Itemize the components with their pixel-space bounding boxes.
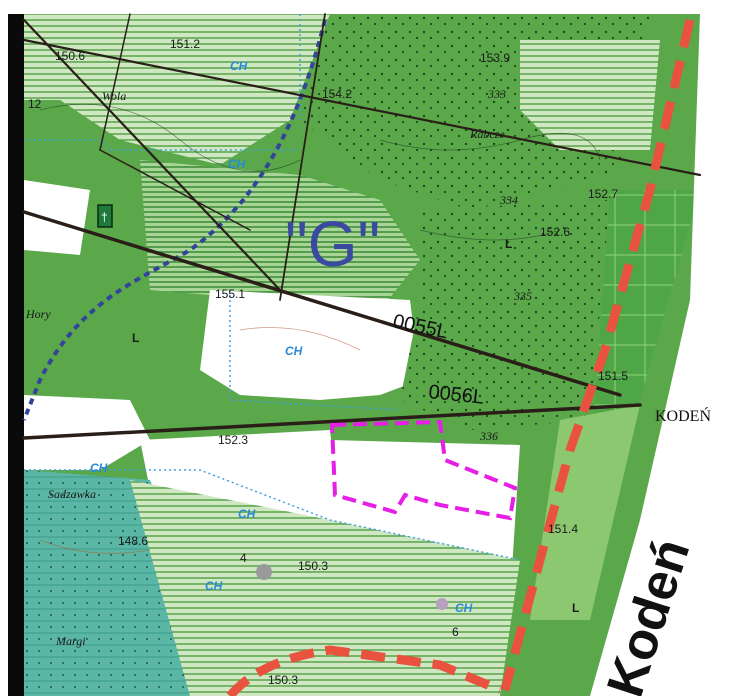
misc-labels: L L L 4 6 12 [28,97,579,639]
spot-height: 152.6 [540,225,570,239]
spot-height: 150.3 [268,673,298,687]
hatched-ne [520,40,660,150]
contour-value: 335 [513,289,532,303]
place-name: Hory [25,307,51,321]
contour-values: 333 334 335 336 [479,87,532,443]
ch-label: CH [90,461,108,475]
place-name: Margi [55,634,86,648]
page-margin-right [590,14,745,696]
spot-height: 151.5 [598,369,628,383]
grid-number: 12 [28,97,42,111]
place-name: Wola [102,89,126,103]
dotted-forest-e [400,200,610,430]
administrative-boundary [226,18,695,696]
blue-dotted-line [24,139,300,151]
road-destination-label: KODEŃ [655,406,711,425]
zone-label: "G" [285,208,380,280]
east-light-green [530,405,640,620]
white-patch-left [24,180,90,255]
ch-label: CH [238,507,256,521]
spot-height: 150.6 [55,49,85,63]
hatched-south [130,480,520,696]
plot-outline [329,419,518,521]
hatched-meadow-center [140,160,420,310]
grey-dot-marker [256,564,272,580]
spot-height: 151.2 [170,37,200,51]
forest-symbol-label: L [572,601,579,615]
spot-height: 152.3 [218,433,248,447]
hatched-meadow-top [24,14,330,165]
place-names: Rabcze Sadzawka Hory Margi Wola [25,89,505,648]
parcel-number: 4 [240,551,247,565]
cemetery-marker [97,204,113,228]
ch-labels: CH CH CH CH CH CH CH [90,59,473,615]
spot-height: 155.1 [215,287,245,301]
place-name: Rabcze [469,127,505,141]
east-meadow [590,190,700,470]
parcel-number: 6 [452,625,459,639]
ch-label: CH [228,157,246,171]
spot-height: 153.9 [480,51,510,65]
ch-label: CH [285,344,303,358]
ch-label: CH [230,59,248,73]
ch-label: CH [205,579,223,593]
place-name: Sadzawka [48,487,96,501]
contour-value: 336 [479,429,498,443]
white-patch-sw [24,395,150,470]
contour-value: 334 [499,193,518,207]
spot-heights: 150.6 151.2 153.9 154.2 152.7 152.6 155.… [55,37,628,687]
left-frame-border [8,14,24,696]
forest-symbol-label: L [505,237,512,251]
forest-symbol-label: L [132,331,139,345]
spot-height: 151.4 [548,522,578,536]
blue-dashed-trail [22,19,327,421]
open-field-center [200,290,420,400]
spot-height: 152.7 [588,187,618,201]
spot-height: 150.3 [298,559,328,573]
contour-value: 333 [487,87,506,101]
ch-label: CH [455,601,473,615]
spot-height: 154.2 [322,87,352,101]
spot-height: 148.6 [118,534,148,548]
roads [22,13,702,440]
svg-text:†: † [101,210,108,224]
